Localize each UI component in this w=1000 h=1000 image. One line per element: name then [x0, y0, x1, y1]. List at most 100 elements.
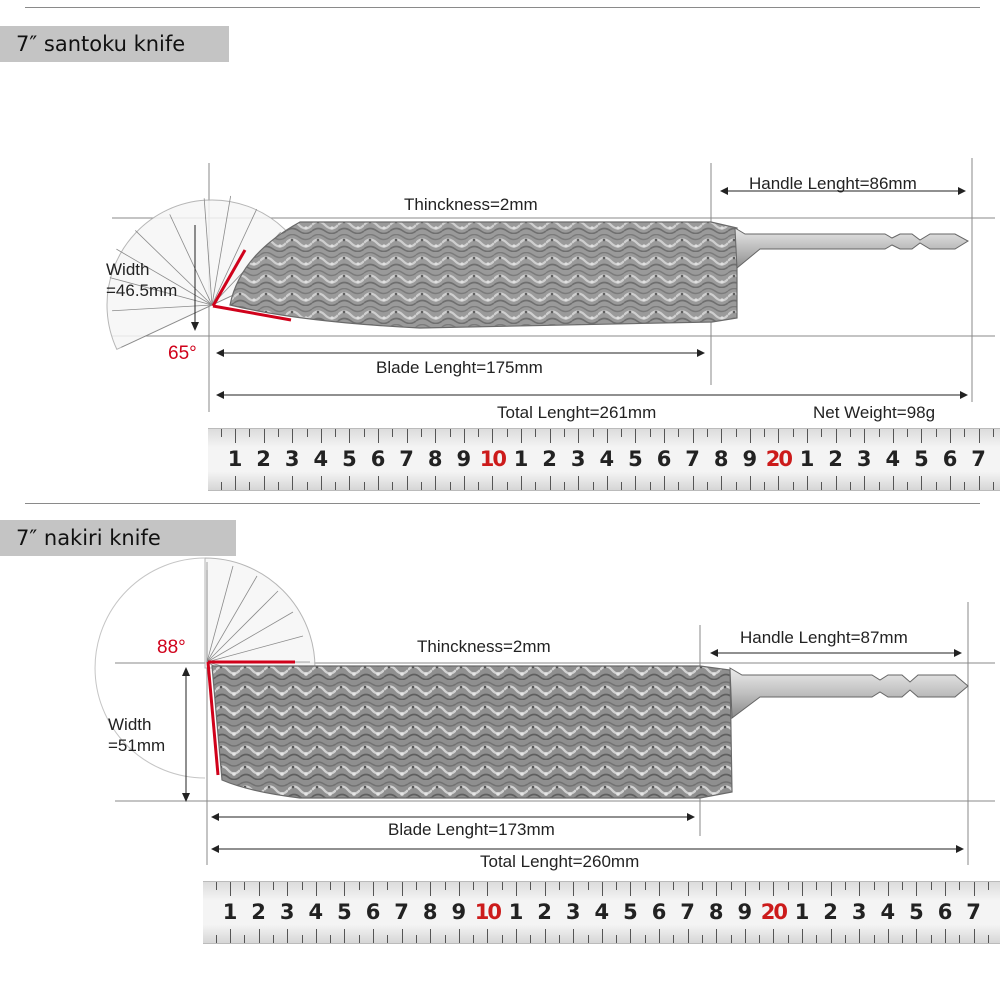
ruler-tick	[549, 429, 551, 443]
ruler-tick	[692, 429, 694, 443]
ruler-tick	[701, 882, 703, 890]
ruler-tick	[616, 935, 618, 943]
ruler-tick	[401, 882, 403, 896]
ruler-label: 7	[399, 447, 414, 471]
ruler-label: 1	[799, 447, 815, 471]
section-title-nakiri: 7″ nakiri knife	[0, 520, 236, 556]
ruler-label: 1	[222, 900, 238, 924]
ruler-tick	[907, 429, 909, 437]
santoku-width-value: =46.5mm	[106, 281, 178, 300]
ruler-label: 5	[337, 900, 352, 924]
ruler-tick	[358, 935, 360, 943]
nakiri-width-label: Width	[108, 715, 152, 734]
ruler-tick	[458, 929, 460, 943]
ruler-tick	[973, 882, 975, 896]
ruler-tick	[558, 935, 560, 943]
ruler-tick	[621, 429, 623, 437]
ruler-tick	[435, 429, 437, 443]
ruler-label: 6	[651, 900, 667, 924]
ruler-tick	[277, 429, 279, 437]
ruler-tick	[478, 429, 480, 437]
ruler-label: 4	[885, 447, 901, 471]
ruler-tick	[744, 882, 746, 896]
ruler-tick	[787, 935, 789, 943]
ruler-tick	[621, 482, 623, 490]
ruler-label: 10	[474, 900, 502, 924]
ruler-tick	[878, 429, 880, 437]
ruler-label: 9	[451, 900, 467, 924]
ruler-tick	[530, 935, 532, 943]
ruler-tick	[835, 476, 837, 490]
santoku-handle-length: Handle Lenght=86mm	[749, 174, 917, 193]
ruler-tick	[601, 929, 603, 943]
ruler-tick	[606, 476, 608, 490]
ruler-label: 6	[937, 900, 953, 924]
ruler-label: 8	[708, 900, 724, 924]
ruler-tick	[935, 482, 937, 490]
ruler-label: 4	[880, 900, 896, 924]
ruler-label: 2	[251, 900, 266, 924]
ruler-tick	[778, 429, 780, 443]
ruler-tick	[616, 882, 618, 890]
ruler-tick	[764, 482, 766, 490]
ruler-tick	[387, 882, 389, 890]
ruler-tick	[358, 882, 360, 890]
ruler-tick	[849, 482, 851, 490]
ruler-tick	[578, 429, 580, 443]
ruler-tick	[277, 482, 279, 490]
ruler-tick	[659, 882, 660, 896]
ruler-label: 5	[342, 447, 357, 471]
ruler-tick	[315, 882, 317, 896]
ruler-tick	[978, 476, 980, 490]
section-divider	[25, 503, 980, 504]
ruler-label: 1	[508, 900, 524, 924]
santoku-width-label: Width	[106, 260, 150, 279]
ruler-tick	[535, 482, 537, 490]
nakiri-thickness: Thinckness=2mm	[417, 637, 551, 656]
ruler-tick	[692, 476, 694, 490]
ruler-tick	[735, 429, 737, 437]
nakiri-blade-length: Blade Lenght=173mm	[388, 820, 555, 839]
ruler-tick	[892, 476, 894, 490]
ruler-tick	[792, 482, 794, 490]
ruler-tick	[673, 935, 675, 943]
ruler-label: 9	[737, 900, 753, 924]
ruler-tick	[272, 882, 274, 890]
ruler-tick	[864, 476, 866, 490]
ruler-tick	[992, 482, 994, 490]
ruler-tick	[272, 935, 274, 943]
ruler-tick	[773, 929, 775, 943]
ruler-tick	[644, 935, 646, 943]
ruler-tick	[373, 882, 374, 896]
ruler-label: 4	[594, 900, 610, 924]
ruler-tick	[864, 429, 866, 443]
ruler-tick	[235, 429, 236, 443]
ruler-tick	[716, 882, 718, 896]
ruler-tick	[844, 935, 846, 943]
ruler-tick	[635, 429, 637, 443]
ruler-tick	[764, 429, 766, 437]
ruler-tick	[606, 429, 608, 443]
ruler-tick	[373, 929, 374, 943]
ruler-label: 1	[227, 447, 243, 471]
ruler-tick	[344, 882, 346, 896]
ruler-tick	[320, 476, 322, 490]
ruler-tick	[487, 929, 489, 943]
ruler-tick	[992, 429, 994, 437]
section-title-santoku: 7″ santoku knife	[0, 26, 229, 62]
santoku-blade-length: Blade Lenght=175mm	[376, 358, 543, 377]
ruler-tick	[701, 935, 703, 943]
ruler-tick	[744, 929, 746, 943]
ruler-tick	[816, 935, 818, 943]
ruler-tick	[859, 929, 861, 943]
ruler-tick	[363, 482, 365, 490]
ruler-tick	[902, 882, 904, 890]
ruler-tick	[635, 476, 637, 490]
ruler-label: 2	[542, 447, 557, 471]
ruler-tick	[773, 882, 775, 896]
ruler-label: 4	[308, 900, 324, 924]
ruler-tick	[687, 882, 689, 896]
ruler-tick	[844, 882, 846, 890]
ruler-tick	[959, 935, 961, 943]
ruler-tick	[506, 482, 508, 490]
